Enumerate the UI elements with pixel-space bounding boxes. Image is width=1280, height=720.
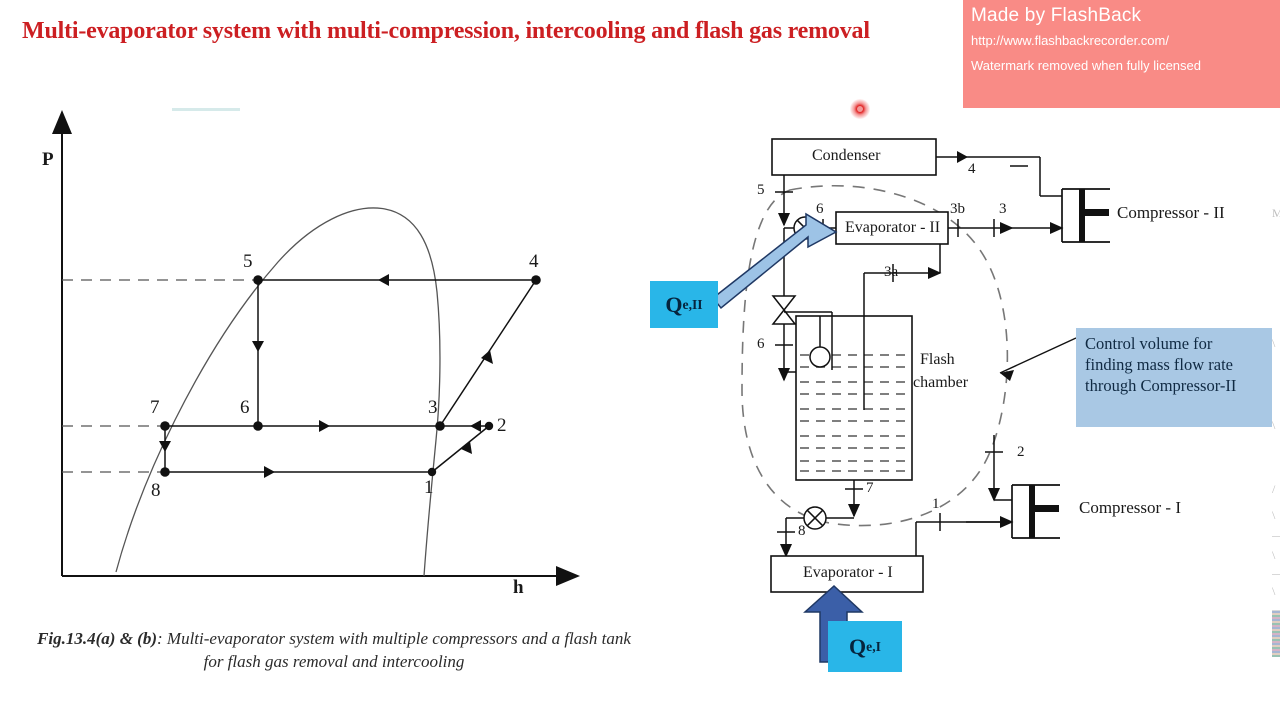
line-3b-evap2-outlet <box>948 219 1014 237</box>
flash-chamber-block <box>795 315 913 481</box>
edge-artifact-6: — <box>1272 528 1280 543</box>
node-label-1: 1 <box>932 496 940 512</box>
callout-leader-line <box>999 337 1077 381</box>
node-label-6-top: 6 <box>816 201 824 217</box>
evaporator-1-block <box>770 555 924 593</box>
edge-artifact-2: \ <box>1272 336 1276 350</box>
edge-artifact-4: / <box>1272 482 1276 496</box>
q-subscript-evap1: e,I <box>866 638 881 654</box>
line-1-to-compressor1 <box>915 513 1014 556</box>
figure-caption: Fig.13.4(a) & (b): Multi-evaporator syst… <box>14 628 654 674</box>
edge-artifact-9: \ <box>1272 584 1276 598</box>
process-lines <box>159 274 537 478</box>
evaporator-2-block <box>835 211 949 245</box>
state-label-3: 3 <box>428 397 438 418</box>
axis-label-pressure: P <box>42 149 54 170</box>
edge-artifact-10: — <box>1272 602 1280 617</box>
line-7-flash-liquid-outlet <box>845 480 863 518</box>
node-label-2: 2 <box>1017 444 1025 460</box>
edge-artifact-3: \ <box>1272 418 1276 432</box>
node-label-3a: 3a <box>884 264 899 280</box>
condenser-label: Condenser <box>812 147 881 164</box>
edge-artifact-8: — <box>1272 566 1280 581</box>
watermark-notice: Watermark removed when fully licensed <box>971 58 1201 73</box>
state-label-2: 2 <box>497 415 507 436</box>
watermark-title: Made by FlashBack <box>971 5 1142 26</box>
q-symbol-evap1: Q <box>849 633 867 659</box>
page-title: Multi-evaporator system with multi-compr… <box>22 18 870 44</box>
state-label-5: 5 <box>243 251 253 272</box>
line-3a-flash-vapour <box>863 244 942 316</box>
state-point-dots <box>160 275 541 477</box>
cursor-highlight-dot <box>850 99 870 119</box>
flash-chamber-internal-pipes <box>809 316 865 410</box>
line-2-compressor1-discharge <box>985 435 1012 502</box>
node-label-6-bottom: 6 <box>757 336 765 352</box>
figure-number: Fig.13.4(a) & (b) <box>37 629 157 648</box>
heat-input-arrow-evap2 <box>711 212 838 310</box>
compressor-1-symbol <box>1011 484 1060 539</box>
edge-artifact-7: \ <box>1272 548 1276 562</box>
state-label-7: 7 <box>150 397 160 418</box>
caption-line-2: for flash gas removal and intercooling <box>203 651 465 671</box>
line-condenser-to-5 <box>775 175 793 227</box>
compressor-2-label: Compressor - II <box>1117 203 1225 222</box>
node-label-5: 5 <box>757 182 765 198</box>
node-label-3b: 3b <box>950 201 965 217</box>
node-label-8: 8 <box>798 523 806 539</box>
flash-chamber-liquid-levels <box>800 354 908 472</box>
compressor-1-label: Compressor - I <box>1079 498 1181 517</box>
state-label-6: 6 <box>240 397 250 418</box>
q-symbol-evap2: Q <box>665 291 683 317</box>
edge-artifact-color-bar <box>1272 611 1280 657</box>
q-subscript-evap2: e,II <box>682 296 703 312</box>
node-label-3: 3 <box>999 201 1007 217</box>
line-4-compressor2-to-condenser <box>936 151 1062 197</box>
callout-line-2: finding mass flow rate <box>1085 355 1234 375</box>
axis-label-enthalpy: h <box>513 577 524 598</box>
pressure-level-dashes <box>62 279 258 473</box>
condenser-block <box>771 138 937 176</box>
flashback-watermark: Made by FlashBack http://www.flashbackre… <box>963 0 1280 108</box>
caption-line-1: : Multi-evaporator system with multiple … <box>157 629 631 648</box>
state-label-4: 4 <box>529 251 539 272</box>
line-6-to-flash-chamber <box>771 228 833 382</box>
expansion-valve-evap1 <box>803 506 827 530</box>
control-volume-boundary <box>741 184 1009 527</box>
node-label-7: 7 <box>866 480 874 496</box>
flash-chamber-label-line2: chamber <box>913 374 969 391</box>
saturation-dome <box>115 207 441 577</box>
node-label-4: 4 <box>968 161 976 177</box>
axis-lines <box>52 110 580 586</box>
state-label-8: 8 <box>151 480 161 501</box>
watermark-url: http://www.flashbackrecorder.com/ <box>971 33 1169 48</box>
callout-line-1: Control volume for <box>1085 334 1213 353</box>
callout-line-3: through Compressor-II <box>1085 376 1237 396</box>
flash-chamber-label-line1: Flash <box>920 351 955 368</box>
edge-artifact-5: \ <box>1272 508 1276 522</box>
evaporator-1-label: Evaporator - I <box>803 564 893 581</box>
compressor-2-symbol <box>1061 188 1110 243</box>
cyan-underline-artifact <box>172 108 240 111</box>
edge-artifact-1: M <box>1272 206 1280 220</box>
state-label-1: 1 <box>424 477 434 498</box>
control-volume-callout: Control volume for finding mass flow rat… <box>1076 328 1272 427</box>
line-8-to-evaporator1 <box>777 517 854 558</box>
evaporator-2-label: Evaporator - II <box>845 219 941 236</box>
